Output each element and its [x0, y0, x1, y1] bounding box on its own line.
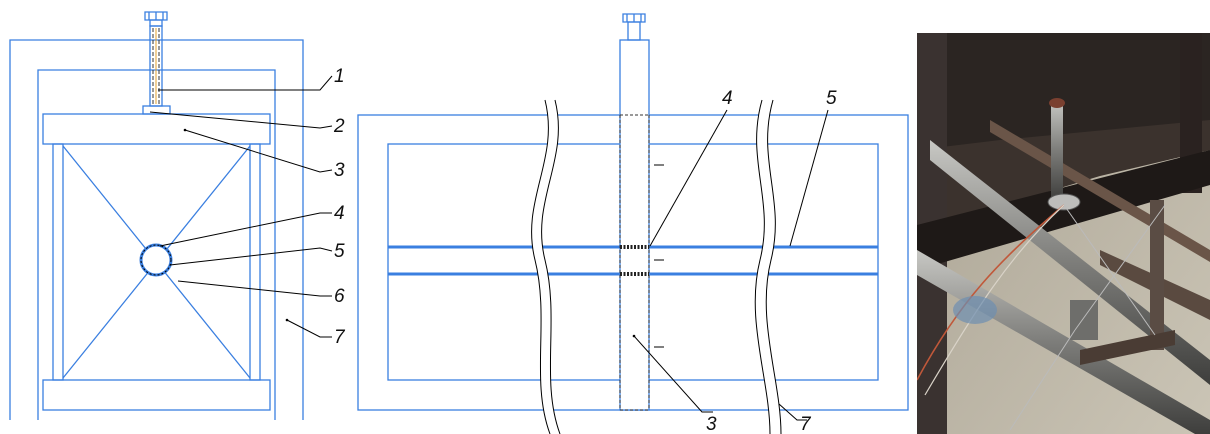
leader-5: [169, 247, 333, 266]
front-leader-7: [778, 403, 807, 421]
front-view-drawing: 4 5 3 7: [357, 13, 909, 434]
bolt-icon: [142, 11, 171, 115]
leader-3: [184, 129, 333, 173]
front-label-4: 4: [722, 88, 733, 109]
break-line-right: [754, 99, 782, 434]
right-post: [249, 143, 261, 381]
leader-2: [149, 111, 333, 129]
side-label-6: 6: [334, 286, 345, 307]
side-label-5: 5: [334, 241, 345, 262]
side-view-drawing: 1 2 3 4 5 6 7: [9, 11, 346, 420]
front-label-7: 7: [800, 414, 812, 434]
side-label-2: 2: [333, 116, 345, 137]
side-label-4: 4: [334, 203, 345, 224]
top-beam: [42, 113, 271, 145]
break-line-left: [531, 99, 561, 434]
front-leader-5: [789, 109, 829, 247]
column-bolt-icon: [622, 13, 646, 41]
side-label-1: 1: [334, 66, 345, 87]
leader-7: [286, 319, 332, 338]
front-leader-4: [649, 109, 728, 247]
side-label-3: 3: [334, 160, 345, 181]
specimen-ring-texture: [140, 244, 172, 276]
front-label-5: 5: [826, 88, 837, 109]
front-leader-3: [633, 335, 713, 413]
left-post: [52, 143, 64, 381]
center-column: [619, 39, 650, 411]
leader-1: [158, 75, 333, 91]
front-label-3: 3: [706, 414, 717, 434]
bottom-beam: [42, 379, 271, 411]
leader-6: [177, 280, 332, 297]
test-rig-photo: [917, 33, 1210, 434]
side-label-7: 7: [334, 327, 346, 348]
leader-4: [159, 212, 332, 247]
